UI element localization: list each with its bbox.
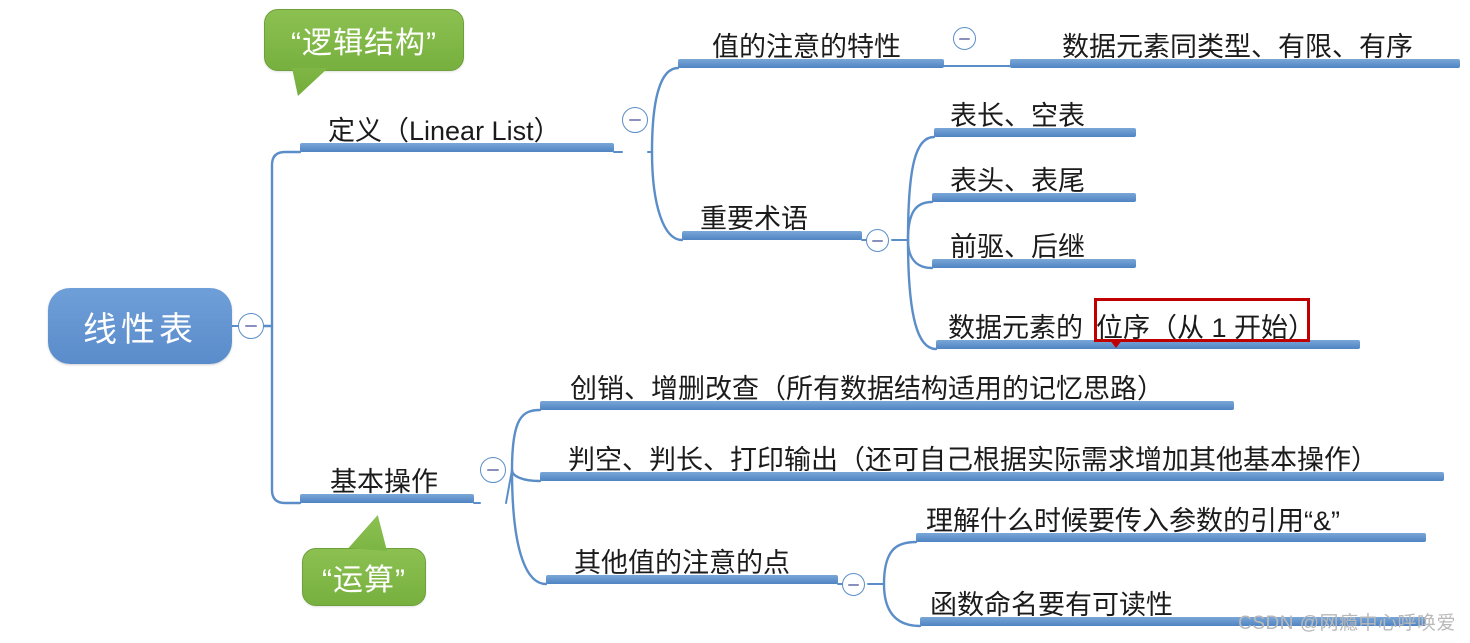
topic-same-type-finite-ordered-bar	[1010, 59, 1460, 68]
topic-crud-operations-bar	[540, 401, 1234, 410]
topic-value-properties[interactable]: 值的注意的特性	[678, 16, 944, 68]
topic-head-tail-bar	[932, 193, 1136, 202]
callout-operations-label: “运算”	[322, 564, 406, 597]
topic-predecessor-successor-label: 前驱、后继	[950, 231, 1085, 262]
topic-element-position-bar	[936, 340, 1360, 349]
toggle-basic-operations[interactable]	[480, 457, 506, 483]
toggle-other-notes[interactable]	[842, 573, 865, 596]
topic-other-notes[interactable]: 其他值的注意的点	[546, 532, 838, 584]
topic-readable-naming-label: 函数命名要有可读性	[930, 589, 1173, 620]
topic-same-type-finite-ordered[interactable]: 数据元素同类型、有限、有序	[1010, 16, 1460, 68]
topic-empty-length-print-label: 判空、判长、打印输出（还可自己根据实际需求增加其他基本操作）	[568, 444, 1378, 475]
highlight-box-position-index	[1094, 298, 1310, 348]
topic-readable-naming-bar	[920, 617, 1426, 626]
watermark: CSDN @网瘾中心呼唤爱	[1238, 613, 1456, 634]
topic-crud-operations[interactable]: 创销、增删改查（所有数据结构适用的记忆思路）	[540, 358, 1234, 410]
toggle-value-properties[interactable]	[953, 27, 976, 50]
topic-element-position[interactable]: 数据元素的 位序（从 1 开始）	[936, 297, 1360, 349]
topic-crud-operations-label: 创销、增删改查（所有数据结构适用的记忆思路）	[570, 373, 1164, 404]
topic-other-notes-label: 其他值的注意的点	[574, 547, 790, 578]
callout-operations-tail	[348, 515, 387, 551]
topic-reference-parameter-bar	[916, 533, 1426, 542]
topic-definition-label: 定义（Linear List）	[328, 115, 561, 146]
topic-predecessor-successor[interactable]: 前驱、后继	[932, 216, 1136, 268]
topic-element-position-label: 数据元素的	[948, 312, 1083, 343]
topic-empty-length-print[interactable]: 判空、判长、打印输出（还可自己根据实际需求增加其他基本操作）	[540, 429, 1444, 481]
topic-empty-length-print-bar	[540, 472, 1444, 481]
topic-same-type-finite-ordered-label: 数据元素同类型、有限、有序	[1062, 31, 1413, 62]
topic-basic-operations[interactable]: 基本操作	[300, 451, 474, 503]
topic-value-properties-label: 值的注意的特性	[712, 31, 901, 62]
topic-reference-parameter[interactable]: 理解什么时候要传入参数的引用“&”	[916, 490, 1426, 542]
topic-length-empty[interactable]: 表长、空表	[934, 85, 1136, 137]
topic-key-terms[interactable]: 重要术语	[682, 188, 862, 240]
topic-length-empty-bar	[934, 128, 1136, 137]
toggle-root[interactable]	[238, 313, 264, 339]
highlight-box-pointer	[1109, 339, 1123, 348]
topic-other-notes-bar	[546, 575, 838, 584]
topic-predecessor-successor-bar	[932, 259, 1136, 268]
topic-head-tail-label: 表头、表尾	[950, 165, 1085, 196]
topic-basic-operations-bar	[300, 494, 474, 503]
topic-key-terms-bar	[682, 231, 862, 240]
root-node-label: 线性表	[83, 310, 197, 349]
topic-key-terms-label: 重要术语	[700, 203, 808, 234]
topic-basic-operations-label: 基本操作	[330, 466, 438, 497]
topic-value-properties-bar	[678, 59, 944, 68]
callout-logical-structure-tail	[290, 68, 328, 96]
topic-readable-naming[interactable]: 函数命名要有可读性	[920, 574, 1426, 626]
root-node[interactable]: 线性表	[48, 288, 232, 364]
topic-definition-bar	[300, 143, 614, 152]
topic-reference-parameter-label: 理解什么时候要传入参数的引用“&”	[926, 505, 1340, 536]
topic-definition[interactable]: 定义（Linear List）	[300, 100, 614, 152]
callout-logical-structure[interactable]: “逻辑结构”	[264, 9, 464, 71]
toggle-key-terms[interactable]	[866, 229, 889, 252]
topic-element-position-highlight-text: 位序（从 1 开始）	[1096, 312, 1316, 343]
callout-logical-structure-label: “逻辑结构”	[291, 27, 437, 60]
callout-operations[interactable]: “运算”	[302, 515, 426, 606]
topic-length-empty-label: 表长、空表	[950, 100, 1085, 131]
toggle-definition[interactable]	[622, 107, 648, 133]
topic-head-tail[interactable]: 表头、表尾	[932, 150, 1136, 202]
